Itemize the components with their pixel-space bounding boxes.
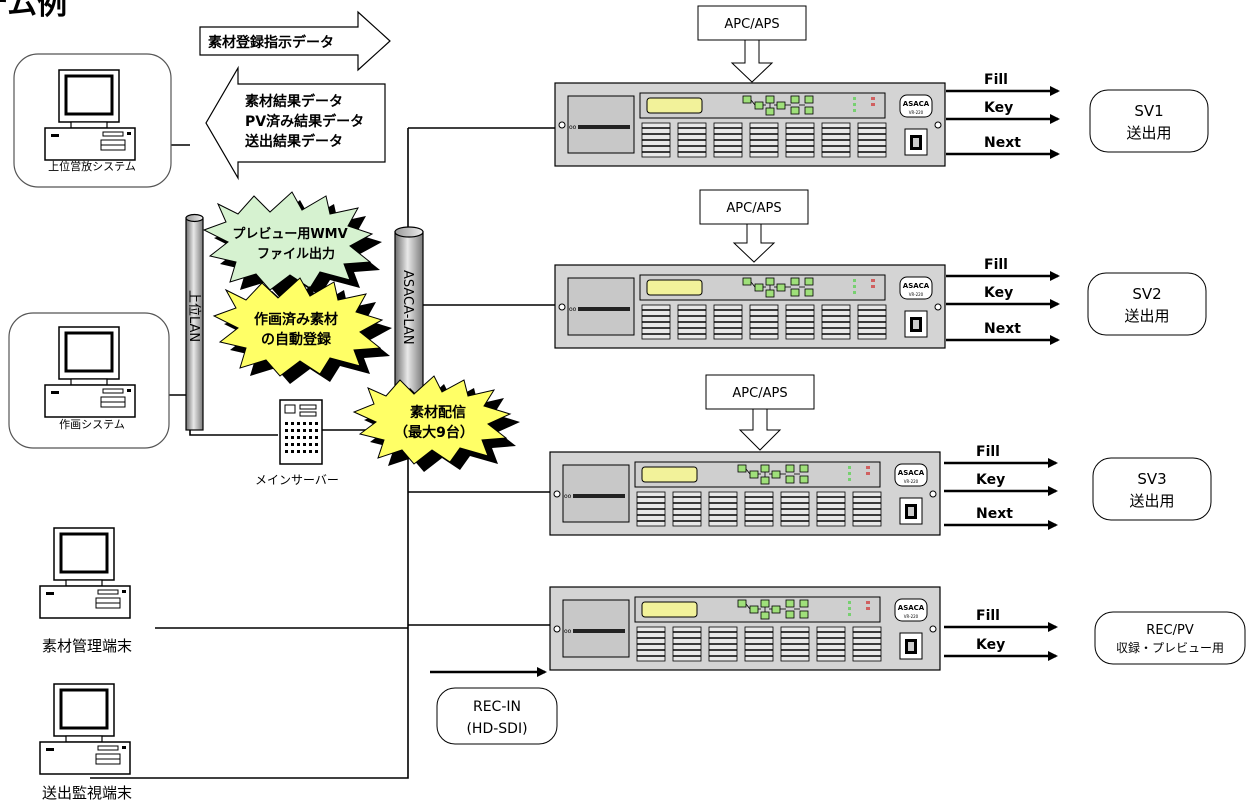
asaca-lan-label: ASACA-LAN	[400, 270, 415, 345]
output-arrows-recpv	[944, 622, 1058, 661]
svg-text:送出用: 送出用	[1129, 492, 1174, 510]
rack-unit-recpv	[549, 586, 941, 671]
svg-text:の自動登録: の自動登録	[261, 331, 332, 348]
svg-text:上位営放システム: 上位営放システム	[48, 159, 136, 173]
svg-text:作画システム: 作画システム	[59, 418, 125, 431]
upper-lan-label: 上位LAN	[186, 290, 201, 342]
output-arrows-sv3	[944, 458, 1058, 530]
material-pc-icon	[38, 526, 132, 620]
svg-text:メインサーバー: メインサーバー	[255, 473, 339, 487]
sv2-key-label: Key	[984, 285, 1013, 301]
sv1-fill-label: Fill	[984, 72, 1008, 88]
svg-text:素材配信: 素材配信	[410, 404, 466, 421]
svg-text:作画済み素材: 作画済み素材	[254, 311, 338, 328]
svg-text:(HD-SDI): (HD-SDI)	[466, 721, 527, 737]
server-icon	[279, 399, 323, 465]
title-fragment: テム例	[0, 0, 67, 22]
sv3-label-box: SV3 送出用	[1092, 457, 1212, 521]
burst-distribution: 素材配信 （最大9台）	[352, 375, 520, 472]
apc-box-3: APC/APS	[705, 374, 815, 451]
svg-text:素材結果データ: 素材結果データ	[245, 93, 343, 110]
drawing-system: 作画システム	[8, 312, 170, 449]
apc-box-1: APC/APS	[697, 5, 807, 83]
rack-unit-sv1	[554, 82, 946, 167]
sv2-fill-label: Fill	[984, 257, 1008, 273]
svg-text:SV2: SV2	[1132, 285, 1161, 303]
svg-text:送出用: 送出用	[1126, 124, 1171, 142]
svg-text:SV1: SV1	[1134, 102, 1163, 120]
svg-text:素材管理端末: 素材管理端末	[42, 637, 132, 655]
monitor-terminal: 送出監視端末	[38, 682, 132, 802]
output-arrows-sv1	[946, 86, 1060, 159]
svg-text:SV3: SV3	[1137, 470, 1166, 488]
svg-text:REC-IN: REC-IN	[473, 699, 521, 715]
svg-text:APC/APS: APC/APS	[726, 201, 781, 216]
svg-text:REC/PV: REC/PV	[1146, 623, 1194, 638]
sv1-next-label: Next	[984, 135, 1021, 151]
main-server: メインサーバー	[255, 399, 339, 487]
burst-auto-registration: 作画済み素材 の自動登録	[212, 277, 392, 384]
results-arrow: 素材結果データ PV済み結果データ 送出結果データ	[205, 65, 386, 181]
sv3-key-label: Key	[976, 472, 1005, 488]
svg-text:（最大9台）: （最大9台）	[394, 424, 474, 441]
svg-text:送出結果データ: 送出結果データ	[244, 133, 343, 150]
sv2-label-box: SV2 送出用	[1087, 272, 1207, 336]
svg-text:素材登録指示データ: 素材登録指示データ	[208, 34, 334, 51]
material-terminal: 素材管理端末	[38, 526, 132, 655]
sv3-next-label: Next	[976, 506, 1013, 522]
burst-preview: プレビュー用WMV ファイル出力	[202, 191, 382, 298]
recpv-label-box: REC/PV 収録・プレビュー用	[1094, 611, 1246, 665]
business-system: 上位営放システム	[13, 53, 172, 188]
upper-lan-pipe: 上位LAN	[185, 213, 204, 431]
rec-in-input: REC-IN (HD-SDI)	[430, 667, 558, 745]
sv1-label-box: SV1 送出用	[1089, 89, 1209, 153]
svg-text:ファイル出力: ファイル出力	[257, 246, 335, 262]
output-arrows-sv2	[946, 271, 1060, 345]
recpv-key-label: Key	[976, 637, 1005, 653]
svg-text:収録・プレビュー用: 収録・プレビュー用	[1116, 640, 1224, 655]
monitor-pc-icon	[38, 682, 132, 776]
sv3-fill-label: Fill	[976, 444, 1000, 460]
recpv-fill-label: Fill	[976, 608, 1000, 624]
apc-box-2: APC/APS	[699, 189, 809, 263]
svg-text:送出用: 送出用	[1124, 307, 1169, 325]
rack-unit-sv2	[554, 264, 946, 349]
rack-unit-sv3	[549, 451, 941, 536]
svg-text:APC/APS: APC/APS	[724, 17, 779, 32]
svg-text:PV済み結果データ: PV済み結果データ	[245, 113, 364, 130]
svg-text:APC/APS: APC/APS	[732, 386, 787, 401]
svg-text:プレビュー用WMV: プレビュー用WMV	[232, 226, 347, 242]
sv2-next-label: Next	[984, 321, 1021, 337]
instruction-arrow: 素材登録指示データ	[199, 10, 391, 72]
svg-text:送出監視端末: 送出監視端末	[42, 784, 132, 802]
sv1-key-label: Key	[984, 100, 1013, 116]
